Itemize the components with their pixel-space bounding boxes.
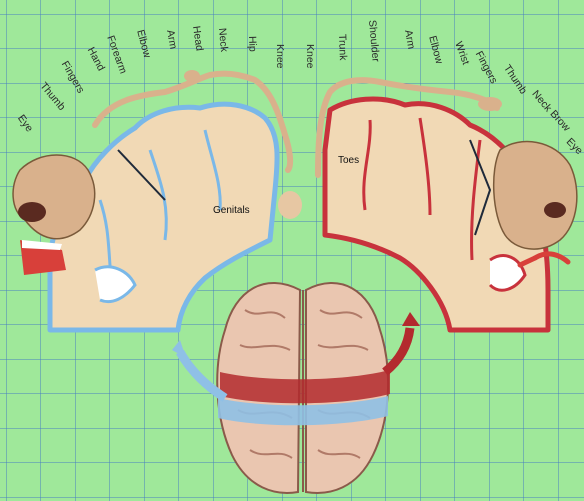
sensory-label-hip: Hip (246, 36, 259, 52)
sensory-label-neck: Neck (216, 27, 230, 52)
sensory-label-knee: Knee (274, 44, 286, 69)
sensory-inner-label-genitals: Genitals (213, 205, 250, 216)
sensory-genital-shape (278, 191, 302, 219)
motor-inner-label-toes: Toes (338, 155, 359, 166)
motor-label-trunk: Trunk (336, 34, 349, 61)
motor-label-knee: Knee (304, 44, 316, 69)
